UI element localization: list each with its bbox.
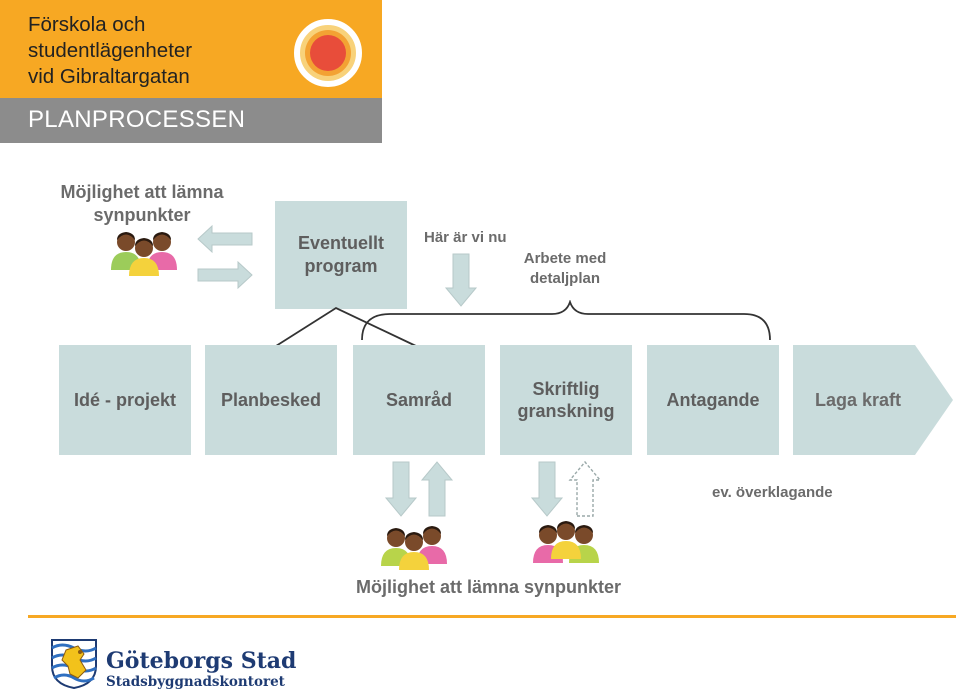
city-crest-icon [51, 639, 97, 690]
arrow-down-icon-samrad [384, 461, 418, 517]
phase-skriftlig-granskning: Skriftlig granskning [500, 345, 632, 455]
phase-ide-projekt: Idé - projekt [59, 345, 191, 455]
phase-antagande: Antagande [647, 345, 779, 455]
program-box: Eventuellt program [275, 201, 407, 309]
header-subbar [0, 98, 382, 143]
footer-department: Stadsbyggnadskontoret [106, 674, 285, 690]
bracket-lines [275, 300, 771, 347]
people-group-icon-samrad [381, 526, 447, 570]
detailplan-label: Arbete med detaljplan [523, 250, 607, 287]
footer-divider [28, 615, 956, 618]
appeal-label: ev. överklagande [712, 484, 833, 501]
here-label: Här är vi nu [424, 229, 507, 246]
page-subtitle: PLANPROCESSEN [28, 106, 246, 133]
page-title: Förskola och studentlägenheter vid Gibra… [28, 13, 193, 88]
arrow-right-icon [197, 260, 253, 290]
people-group-icon-top [111, 232, 177, 276]
arrow-left-icon [197, 224, 253, 254]
arrow-down-icon-here [444, 253, 478, 307]
bottom-feedback-label: Möjlighet att lämna synpunkter [356, 577, 622, 597]
people-group-icon-granskning [533, 521, 599, 563]
arrow-down-icon-granskning [530, 461, 564, 517]
phase-samrad: Samråd [353, 345, 485, 455]
phase-laga-kraft-arrow-shape [793, 345, 953, 455]
phase-laga-kraft: Laga kraft [814, 390, 902, 410]
footer-brand: Göteborgs Stad [106, 648, 297, 674]
target-logo-icon [294, 19, 362, 87]
arrow-up-dashed-icon-granskning [568, 460, 602, 517]
top-feedback-label: Möjlighet att lämna synpunkter [60, 182, 224, 225]
phase-planbesked: Planbesked [205, 345, 337, 455]
arrow-up-icon-samrad [420, 461, 454, 517]
